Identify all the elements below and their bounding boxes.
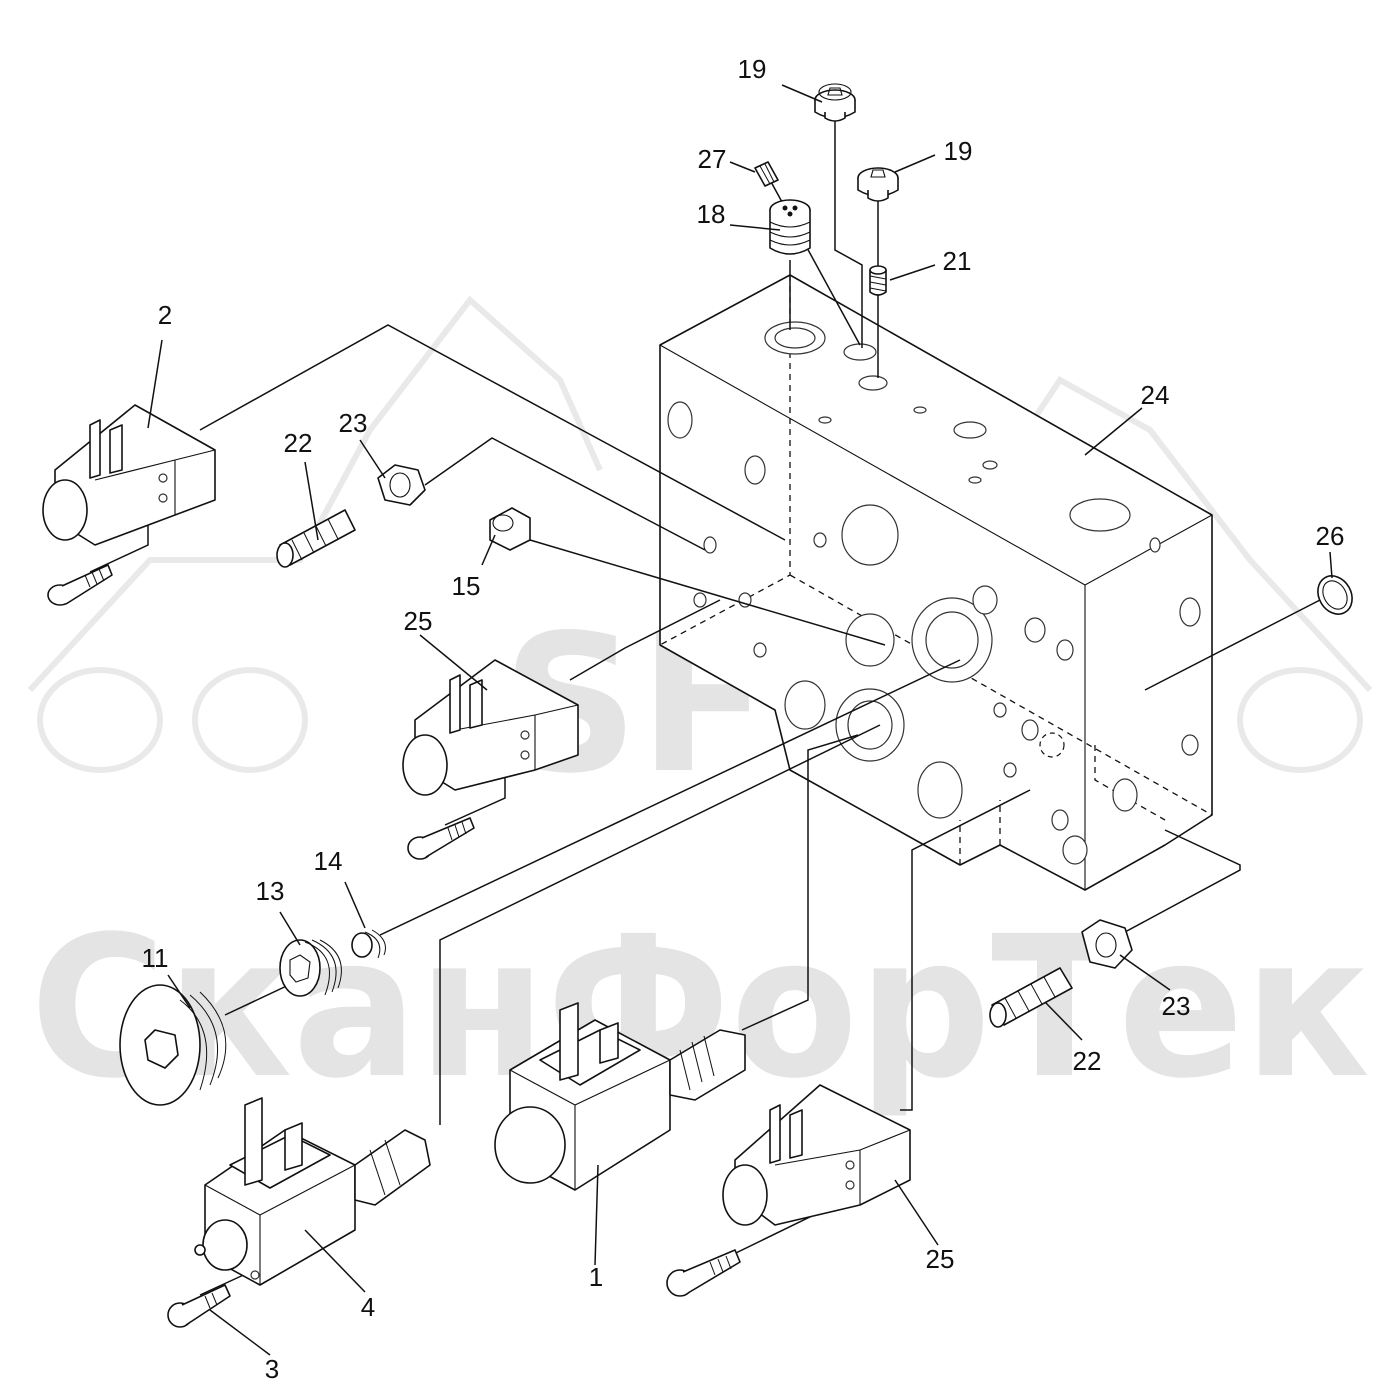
cartridge-18 <box>769 199 811 255</box>
callout-15: 15 <box>452 571 481 601</box>
callout-25-lower: 25 <box>926 1244 955 1274</box>
set-screw-27 <box>754 161 779 187</box>
callout-22-left: 22 <box>284 428 313 458</box>
solenoid-coil-25-lower <box>722 1084 911 1226</box>
plug-19-top <box>814 83 856 122</box>
plug-15 <box>489 507 531 551</box>
callout-25-mid: 25 <box>404 606 433 636</box>
plug-19-right <box>857 167 899 202</box>
screw-bottom-left <box>167 1284 231 1328</box>
callout-24: 24 <box>1141 380 1170 410</box>
callout-22-right: 22 <box>1073 1046 1102 1076</box>
spring-22-right <box>989 967 1073 1028</box>
spring-22-left <box>276 509 356 568</box>
callout-19-right: 19 <box>944 136 973 166</box>
screw-bottom-right <box>666 1249 741 1297</box>
solenoid-valve-1 <box>494 1002 746 1191</box>
o-ring-26 <box>1317 575 1353 615</box>
plug-14 <box>351 929 386 959</box>
callout-13: 13 <box>256 876 285 906</box>
screw-left <box>47 564 113 606</box>
callout-14: 14 <box>314 846 343 876</box>
plug-21 <box>869 265 887 296</box>
callout-3: 3 <box>265 1354 279 1384</box>
plug-13 <box>279 939 342 997</box>
callout-27: 27 <box>698 144 727 174</box>
callout-2: 2 <box>158 300 172 330</box>
callout-1: 1 <box>589 1262 603 1292</box>
callout-23-right: 23 <box>1162 991 1191 1021</box>
callout-4: 4 <box>361 1292 375 1322</box>
callout-11: 11 <box>142 943 169 973</box>
nut-23-left <box>377 464 426 506</box>
solenoid-coil-2 <box>42 404 216 546</box>
callout-leaders <box>147 84 1333 1356</box>
solenoid-valve-4 <box>194 1097 431 1286</box>
plug-11 <box>119 984 227 1106</box>
callout-18: 18 <box>697 199 726 229</box>
screw-mid <box>407 817 475 860</box>
callout-21: 21 <box>943 246 972 276</box>
callout-labels: 1 2 3 4 11 13 14 15 18 19 19 21 22 22 23… <box>142 54 1345 1384</box>
callout-19-top: 19 <box>738 54 767 84</box>
solenoid-coil-25-mid <box>402 659 579 796</box>
callout-23-left: 23 <box>339 408 368 438</box>
nut-23-right <box>1081 919 1133 969</box>
callout-26: 26 <box>1316 521 1345 551</box>
